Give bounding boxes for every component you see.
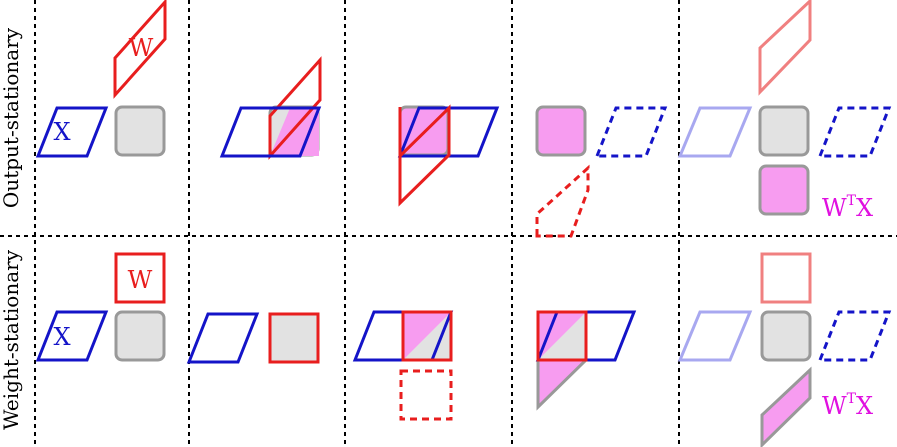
weight-tile [398,104,451,207]
weight-tile [268,56,322,160]
output-tile [760,366,812,447]
input-tile-faded [677,310,753,362]
weight-tile [114,252,166,304]
input-label: X [53,118,70,146]
partial-sum [403,312,451,360]
weight-label: W [128,266,153,294]
input-tile [35,106,109,158]
output-tile [758,164,810,216]
weight-tile-faded [758,0,812,96]
os-step-2 [219,56,322,160]
ws-step-4 [535,310,637,411]
ws-step-2 [186,312,320,364]
os-step-1: W X [35,0,167,158]
weight-frame [401,310,453,362]
row-label-weight-stationary: Weight-stationary [0,249,23,430]
processing-element [114,105,166,157]
os-step-3 [397,104,500,207]
weight-tile-outgoing [399,369,453,421]
input-tile [186,312,260,364]
input-tile-outgoing [817,310,892,362]
ws-step-1: W X [35,252,166,362]
input-label: X [53,323,70,351]
ws-step-5: WTX [677,252,892,447]
weight-tile-outgoing [535,164,590,238]
os-step-5: WTX [677,0,892,222]
input-tile-outgoing [594,106,668,158]
processing-element [760,310,812,362]
partial-sum [538,312,586,360]
input-tile-faded [677,106,753,158]
result-label: WTX [822,391,873,420]
input-tile [397,106,500,158]
processing-element [535,105,587,157]
input-tile [35,310,109,362]
input-tile [219,106,322,158]
weight-label: W [129,34,154,62]
output-partial [536,358,590,411]
row-label-output-stationary: Output-stationary [0,27,23,208]
weight-tile-faded [760,252,812,304]
input-tile-outgoing [817,106,892,158]
weight-tile [113,0,167,99]
processing-element [758,105,810,157]
ws-step-3 [352,310,454,421]
weight-frame [536,310,588,362]
input-tile [535,310,637,362]
processing-element-loaded [268,312,320,364]
processing-element [114,310,166,362]
os-step-4 [535,105,668,238]
result-label: WTX [822,193,873,222]
